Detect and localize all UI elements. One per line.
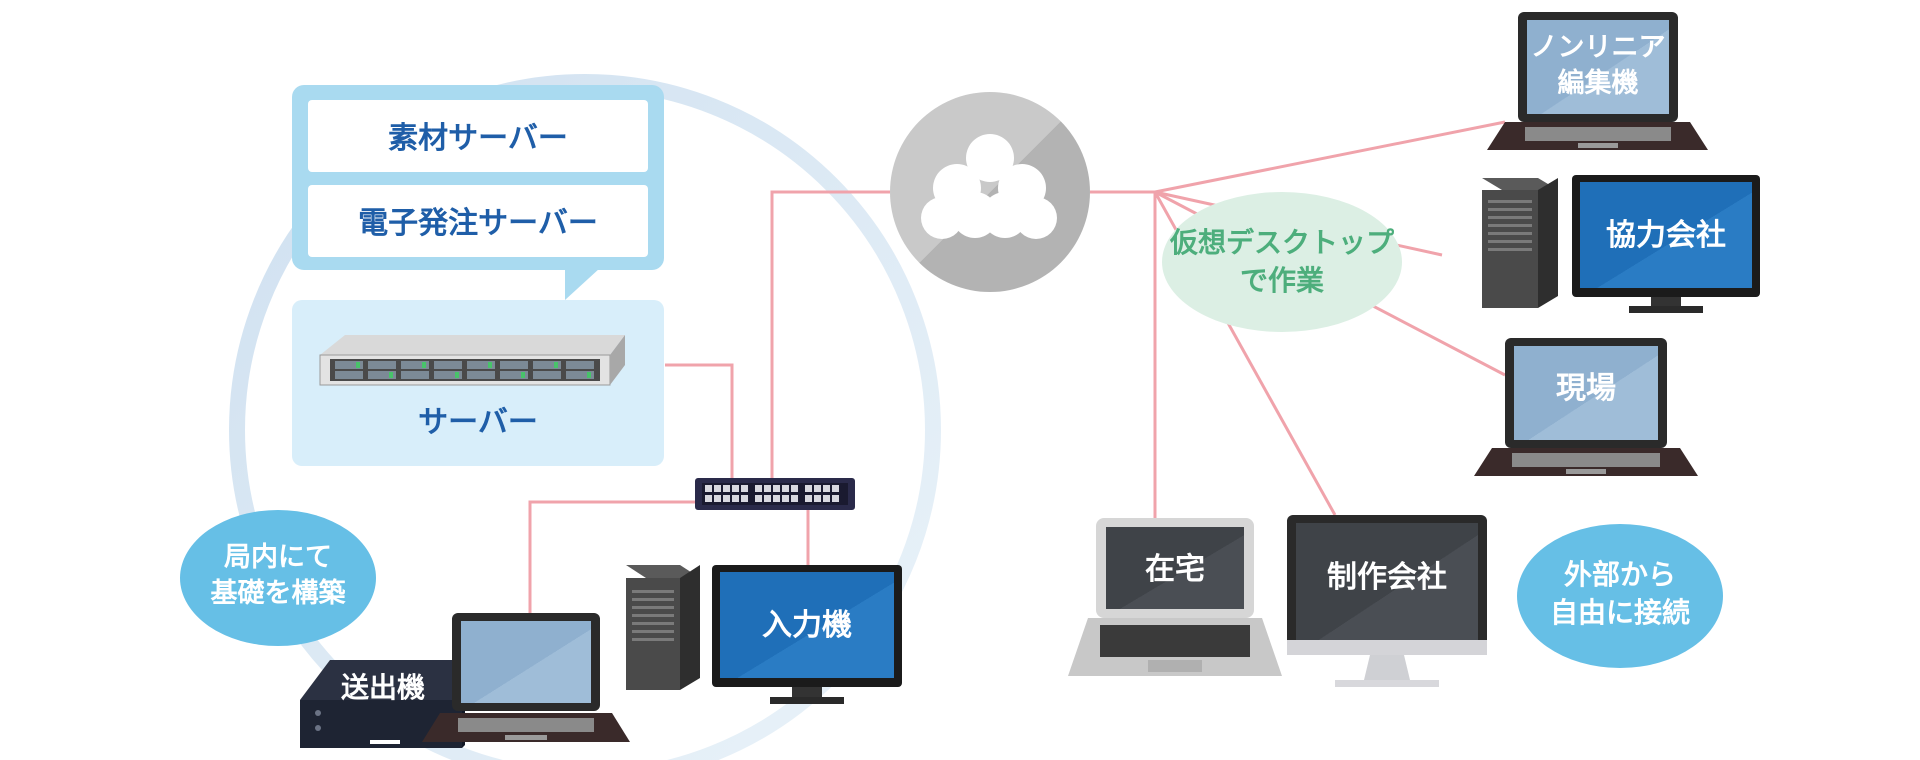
partner-tower-icon [1482,178,1558,308]
site-label: 現場 [1556,371,1616,406]
cloud-icon [890,92,1090,292]
nle-line1: ノンリニア [1531,32,1666,63]
home-laptop: 在宅 [1068,518,1282,676]
partner-monitor: 協力会社 [1572,175,1760,313]
nle-line2: 編集機 [1558,67,1639,99]
production-monitor: 制作会社 [1287,515,1487,687]
production-label: 制作会社 [1327,560,1447,595]
onprem-bubble: 局内にて 基礎を構築 [180,510,376,646]
vd-line1: 仮想デスクトップ [1169,226,1395,259]
onprem-line2: 基礎を構築 [211,577,347,609]
partner-label: 協力会社 [1606,218,1726,253]
order-server-box [308,185,648,257]
material-server-box [308,100,648,172]
nle-laptop: ノンリニア 編集機 [1487,12,1708,150]
input-monitor: 入力機 [712,565,902,704]
sender-label: 送出機 [341,671,425,704]
vd-line2: で作業 [1240,264,1324,297]
onprem-line1: 局内にて [224,542,332,573]
external-bubble: 外部から 自由に接続 [1517,524,1723,668]
material-server-label: 素材サーバー [388,121,568,156]
server-callout: 素材サーバー 電子発注サーバー [292,85,664,300]
onprem-ring [229,74,941,760]
server-panel: サーバー [292,300,664,466]
external-line1: 外部から [1564,558,1676,591]
home-label: 在宅 [1145,552,1205,587]
virtual-desktop-bubble: 仮想デスクトップ で作業 [1162,192,1402,332]
laptop-icon [422,613,630,742]
server-label: サーバー [418,405,538,440]
site-laptop: 現場 [1474,338,1698,476]
rack-server-icon [319,335,625,386]
external-line2: 自由に接続 [1550,596,1690,629]
input-label: 入力機 [762,608,852,643]
network-switch-icon [695,478,855,510]
order-server-label: 電子発注サーバー [358,206,598,241]
tower-pc-icon [626,565,700,690]
